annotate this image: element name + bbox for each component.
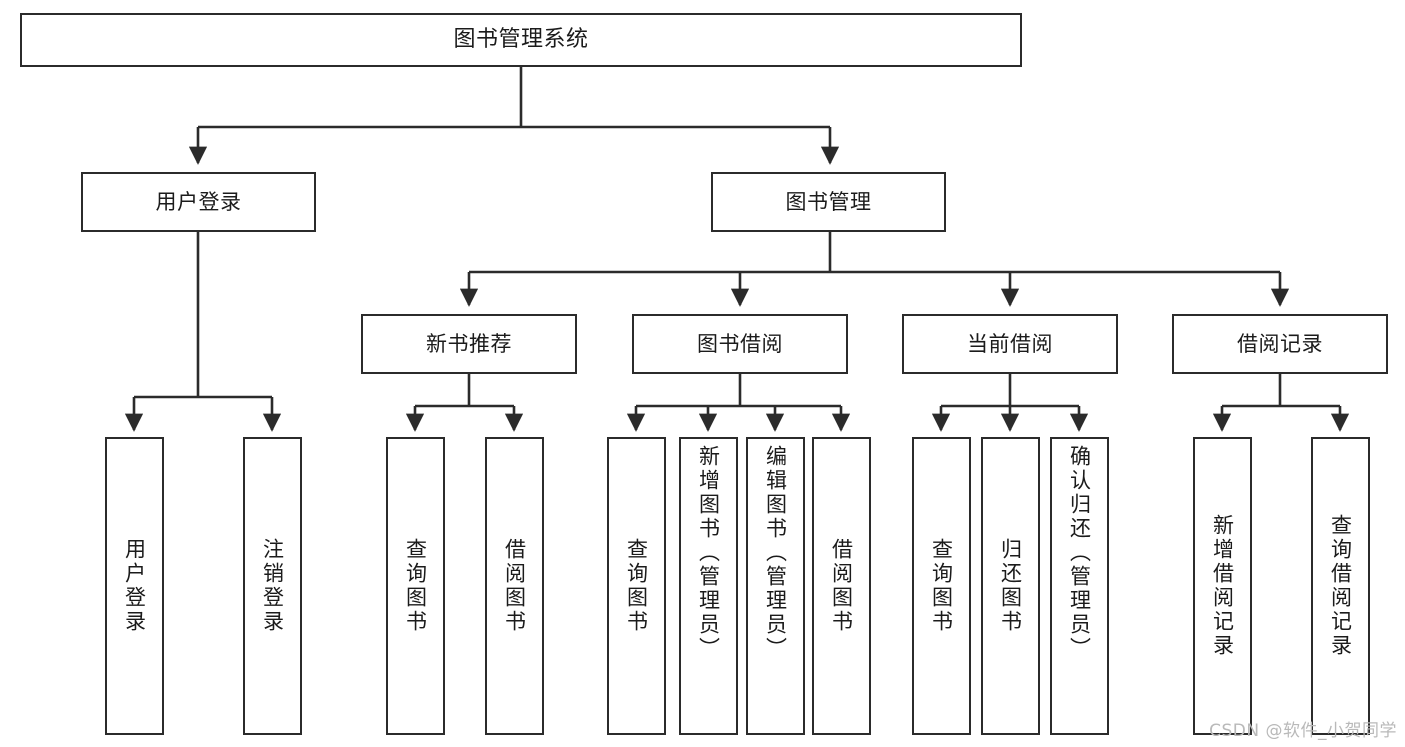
node-label: 查询图书 <box>624 538 649 634</box>
node-current-borrow[interactable]: 当前借阅 <box>902 314 1118 374</box>
leaf-add-borrow-record[interactable]: 新增借阅记录 <box>1193 437 1252 735</box>
leaf-query-borrow-record[interactable]: 查询借阅记录 <box>1311 437 1370 735</box>
node-label: 查询借阅记录 <box>1328 514 1353 658</box>
node-label: 新书推荐 <box>426 331 512 356</box>
node-label: 当前借阅 <box>967 331 1053 356</box>
leaf-borrow-book[interactable]: 借阅图书 <box>812 437 871 735</box>
leaf-return-book[interactable]: 归还图书 <box>981 437 1040 735</box>
leaf-confirm-return-admin[interactable]: 确认归还（管理员） <box>1050 437 1109 735</box>
node-label: 借阅图书 <box>502 538 527 634</box>
node-label: 编辑图书（管理员） <box>763 445 788 661</box>
node-label: 新增图书（管理员） <box>696 445 721 661</box>
leaf-query-book-current[interactable]: 查询图书 <box>912 437 971 735</box>
leaf-logout[interactable]: 注销登录 <box>243 437 302 735</box>
node-book-borrow[interactable]: 图书借阅 <box>632 314 848 374</box>
node-user-login[interactable]: 用户登录 <box>81 172 316 232</box>
node-label: 查询图书 <box>929 538 954 634</box>
node-label: 确认归还（管理员） <box>1067 445 1092 661</box>
node-label: 用户登录 <box>122 538 147 634</box>
node-label: 借阅记录 <box>1237 331 1323 356</box>
leaf-user-login[interactable]: 用户登录 <box>105 437 164 735</box>
node-label: 注销登录 <box>260 538 285 634</box>
leaf-add-book-admin[interactable]: 新增图书（管理员） <box>679 437 738 735</box>
node-label: 图书管理系统 <box>453 27 589 53</box>
node-label: 新增借阅记录 <box>1210 514 1235 658</box>
node-root-system[interactable]: 图书管理系统 <box>20 13 1022 67</box>
leaf-borrow-book-recommend[interactable]: 借阅图书 <box>485 437 544 735</box>
node-label: 图书管理 <box>785 189 872 214</box>
leaf-edit-book-admin[interactable]: 编辑图书（管理员） <box>746 437 805 735</box>
node-label: 查询图书 <box>403 538 428 634</box>
leaf-query-book-borrow[interactable]: 查询图书 <box>607 437 666 735</box>
node-label: 借阅图书 <box>829 538 854 634</box>
node-borrow-records[interactable]: 借阅记录 <box>1172 314 1388 374</box>
node-label: 图书借阅 <box>697 331 783 356</box>
node-label: 用户登录 <box>155 189 242 214</box>
watermark-text: CSDN @软件_小贺同学 <box>1209 721 1397 741</box>
node-book-management[interactable]: 图书管理 <box>711 172 946 232</box>
node-label: 归还图书 <box>998 538 1023 634</box>
node-new-book-recommend[interactable]: 新书推荐 <box>361 314 577 374</box>
leaf-query-book-recommend[interactable]: 查询图书 <box>386 437 445 735</box>
